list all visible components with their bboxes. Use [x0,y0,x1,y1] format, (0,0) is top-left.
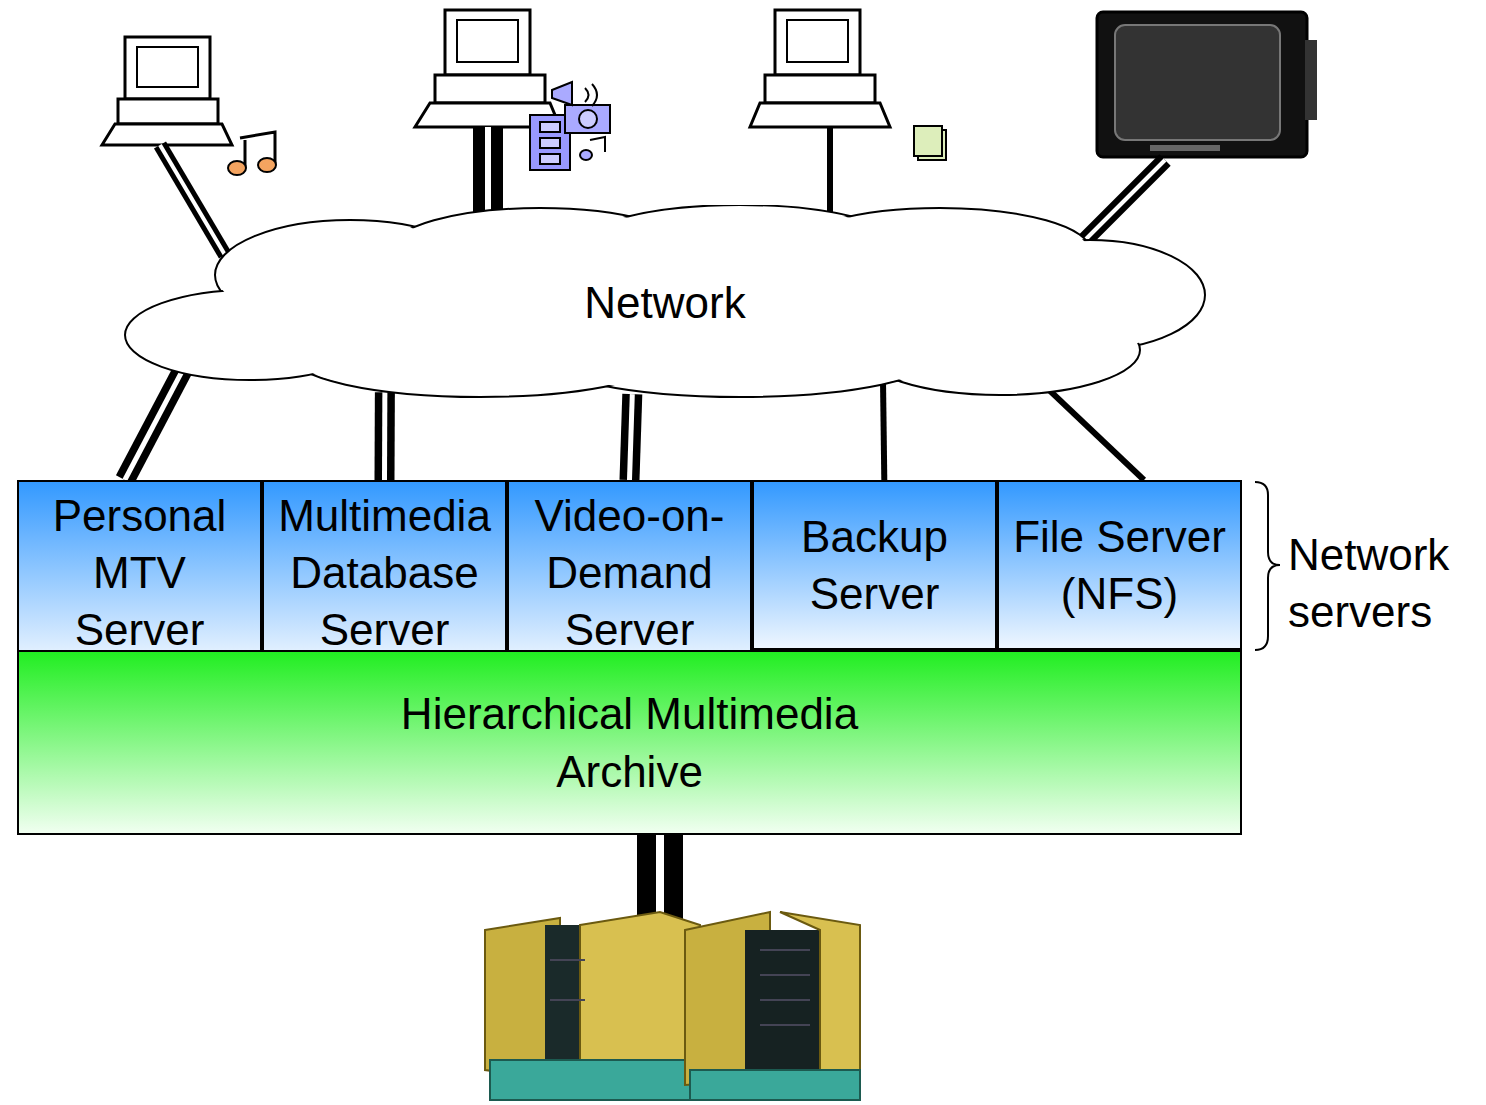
node-label: Multimedia Database Server [268,487,501,659]
bracket [1255,482,1280,650]
network-link [125,365,186,480]
node-label: File Server (NFS) [1003,508,1236,622]
storage-library [485,912,860,1100]
link-gap [382,392,387,480]
server-box: Backup Server [752,480,997,650]
multimedia-icon [530,82,610,170]
link-gap [125,365,186,480]
node-label: Video-on-Demand Server [513,487,746,659]
document-icon [914,126,946,160]
node-label: Personal MTV Server [23,487,256,659]
computer-icon [102,37,232,255]
group-label: Network servers [1288,526,1478,640]
server-box: Personal MTV Server [17,480,262,666]
node-label: Backup Server [758,508,991,622]
server-box: File Server (NFS) [997,480,1242,650]
node-label: Hierarchical Multimedia Archive [330,685,930,799]
television-icon [1085,12,1317,240]
network-link [883,381,884,481]
computer-icon [750,10,890,230]
link-line [375,392,395,480]
server-box: Video-on-Demand Server [507,480,752,666]
link-line [630,394,633,480]
link-gap [630,394,633,480]
node-label: Network [584,274,745,331]
network-link [630,394,633,480]
server-box: Multimedia Database Server [262,480,507,666]
archive-band: Hierarchical Multimedia Archive [17,650,1242,835]
storage-link [660,835,661,920]
link-line [125,365,186,480]
network-link [384,392,385,480]
link-line [883,381,884,481]
music-note-icon [228,132,276,175]
network-cloud: Network [120,205,1210,400]
